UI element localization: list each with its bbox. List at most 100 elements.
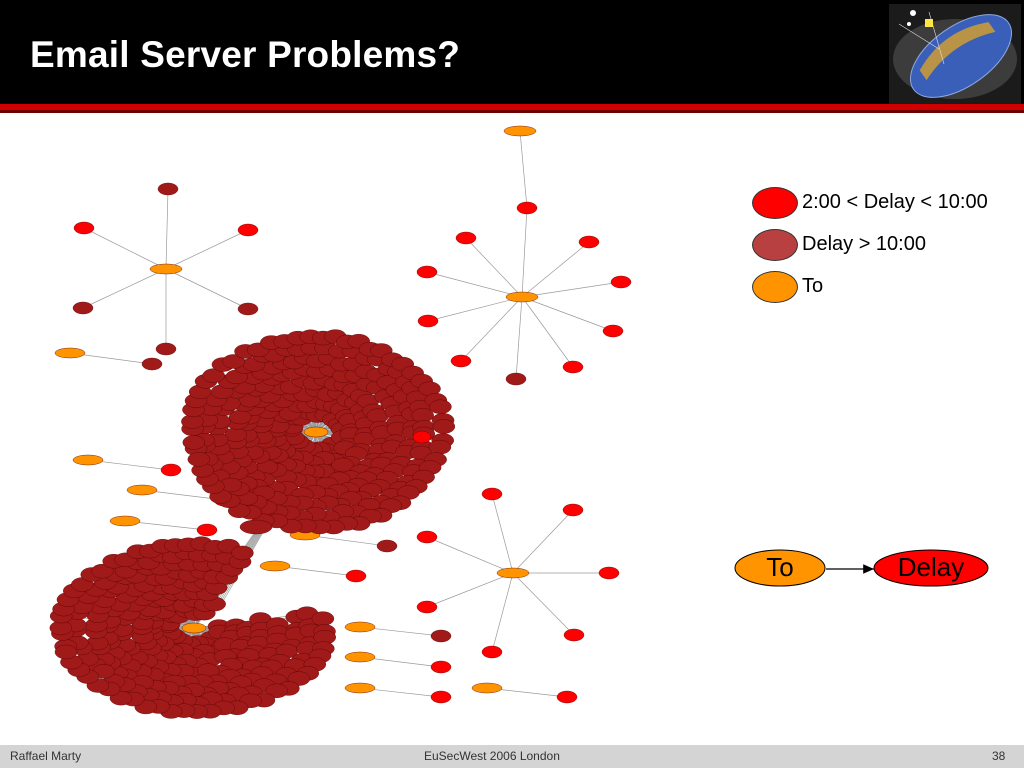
delay-long-node bbox=[157, 182, 179, 196]
delay-medium-node bbox=[430, 660, 452, 674]
delay-long-node bbox=[141, 357, 163, 371]
header-accent-line bbox=[0, 104, 1024, 110]
delay-medium-node bbox=[73, 221, 95, 235]
legend-swatch-to bbox=[752, 271, 798, 303]
delay-long-node bbox=[505, 372, 527, 386]
graph-edge bbox=[491, 493, 514, 574]
delay-long-node bbox=[237, 302, 259, 316]
delay-long-node bbox=[311, 611, 335, 626]
graph-edge bbox=[460, 296, 523, 362]
delay-medium-node bbox=[562, 360, 584, 374]
graph-edge bbox=[426, 536, 514, 574]
delay-medium-node bbox=[430, 690, 452, 704]
to-node bbox=[259, 560, 291, 572]
delay-medium-node bbox=[412, 430, 432, 444]
delay-medium-node bbox=[450, 354, 472, 368]
delay-medium-node bbox=[516, 201, 538, 215]
graph-edge bbox=[521, 296, 574, 368]
delay-medium-node bbox=[602, 324, 624, 338]
delay-medium-node bbox=[563, 628, 585, 642]
graph-edge bbox=[465, 237, 523, 298]
slide-title: Email Server Problems? bbox=[30, 34, 461, 75]
delay-long-node bbox=[182, 435, 206, 450]
graph-edge bbox=[521, 207, 528, 298]
to-node bbox=[149, 263, 183, 275]
graph-edge bbox=[165, 229, 249, 270]
delay-medium-node bbox=[416, 600, 438, 614]
delay-long-node bbox=[187, 452, 211, 467]
graph-edge bbox=[427, 296, 523, 322]
header-accent-shadow bbox=[0, 110, 1024, 113]
delay-long-node bbox=[155, 342, 177, 356]
legend-swatch-medium-delay bbox=[752, 187, 798, 219]
graph-edge bbox=[491, 572, 514, 653]
delay-medium-node bbox=[237, 223, 259, 237]
delay-medium-node bbox=[562, 503, 584, 517]
to-node bbox=[303, 426, 329, 438]
delay-medium-node bbox=[417, 314, 439, 328]
legend-label-long-delay: Delay > 10:00 bbox=[802, 233, 926, 255]
delay-medium-node bbox=[416, 265, 438, 279]
graph-edge bbox=[521, 296, 614, 332]
to-node bbox=[126, 484, 158, 496]
flow-delay-node bbox=[873, 549, 989, 587]
footer-event: EuSecWest 2006 London bbox=[424, 749, 560, 763]
flow-delay-label: Delay bbox=[898, 552, 964, 582]
graph-edge bbox=[521, 241, 590, 298]
to-node bbox=[503, 125, 537, 137]
to-node bbox=[496, 567, 530, 579]
delay-long-node bbox=[231, 545, 254, 561]
delay-long-node bbox=[331, 457, 354, 473]
delay-medium-node bbox=[196, 523, 218, 537]
delay-long-node bbox=[202, 368, 225, 383]
graph-edge bbox=[165, 188, 169, 270]
graph-edge bbox=[83, 227, 167, 270]
to-node bbox=[181, 622, 207, 634]
to-node bbox=[72, 454, 104, 466]
graph-edge bbox=[512, 572, 575, 636]
delay-long-node bbox=[428, 439, 452, 455]
graph-edge bbox=[519, 130, 528, 209]
delay-medium-node bbox=[610, 275, 632, 289]
slide-header: Email Server Problems? bbox=[0, 0, 1024, 104]
delay-long-node bbox=[91, 563, 114, 579]
to-node bbox=[344, 651, 376, 663]
flow-to-node bbox=[734, 549, 826, 587]
delay-long-node bbox=[54, 644, 78, 660]
to-node bbox=[54, 347, 86, 359]
footer-author: Raffael Marty bbox=[10, 749, 82, 763]
delay-medium-node bbox=[455, 231, 477, 245]
graph-edge bbox=[512, 509, 574, 574]
delay-long-node bbox=[430, 629, 452, 643]
legend-label-to: To bbox=[802, 275, 824, 297]
flow-to-label: To bbox=[766, 552, 793, 582]
legend-label-medium-delay: 2:00 < Delay < 10:00 bbox=[802, 191, 988, 213]
legend-swatch-long-delay bbox=[752, 229, 798, 261]
graph-edge bbox=[515, 296, 523, 380]
to-node bbox=[344, 682, 376, 694]
to-node bbox=[471, 682, 503, 694]
network-globe-logo-icon bbox=[889, 4, 1021, 104]
graph-edge bbox=[426, 572, 514, 608]
delay-long-node bbox=[265, 683, 288, 699]
to-node bbox=[344, 621, 376, 633]
delay-long-node bbox=[411, 408, 434, 423]
delay-long-node bbox=[222, 354, 245, 369]
to-delay-flow-diagram: To Delay bbox=[734, 549, 989, 587]
delay-medium-node bbox=[345, 569, 367, 583]
delay-medium-node bbox=[416, 530, 438, 544]
delay-medium-node bbox=[481, 487, 503, 501]
delay-long-node bbox=[72, 301, 94, 315]
footer-page-number: 38 bbox=[992, 749, 1006, 763]
delay-medium-node bbox=[556, 690, 578, 704]
graph-edge bbox=[521, 281, 622, 298]
delay-medium-node bbox=[160, 463, 182, 477]
delay-medium-node bbox=[598, 566, 620, 580]
delay-long-node bbox=[429, 399, 452, 414]
to-node bbox=[505, 291, 539, 303]
graph-edge bbox=[165, 268, 249, 310]
delay-medium-node bbox=[578, 235, 600, 249]
delay-long-node bbox=[432, 419, 456, 434]
slide-footer: Raffael Marty EuSecWest 2006 London 38 bbox=[0, 745, 1024, 768]
delay-long-node bbox=[239, 519, 273, 535]
